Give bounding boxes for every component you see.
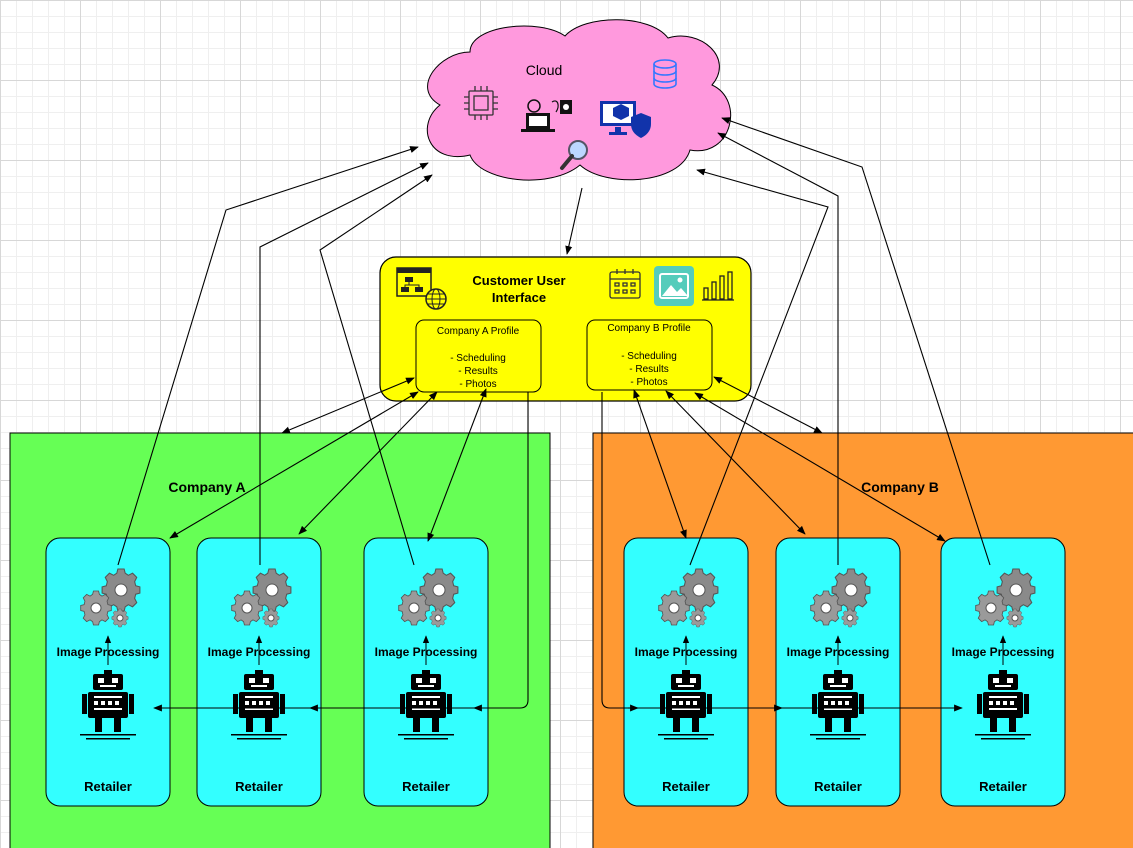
retailer-label: Retailer xyxy=(402,779,450,794)
cloud-node: Cloud xyxy=(426,19,732,181)
company-a-profile-item: - Photos xyxy=(459,379,496,390)
bar-chart-icon xyxy=(702,271,734,301)
connector-profile-a-feed xyxy=(153,392,529,712)
connector-profile-b-feed xyxy=(601,392,963,712)
company-b-profile-item: - Results xyxy=(629,364,668,375)
cpu-chip-icon xyxy=(464,86,498,120)
database-icon xyxy=(653,59,677,89)
retailer-label: Retailer xyxy=(662,779,710,794)
search-magnifier-icon xyxy=(560,140,588,170)
company-b-profile-item: - Photos xyxy=(630,377,667,388)
computer-network-icon xyxy=(521,99,572,132)
cloud-label: Cloud xyxy=(526,62,563,78)
image-icon xyxy=(654,266,694,306)
connector-ui-retailer xyxy=(694,392,946,542)
customer-ui-title-line1: Customer User xyxy=(472,273,565,288)
connector-cloud-to-ui xyxy=(565,187,583,255)
retailer-label: Retailer xyxy=(814,779,862,794)
company-a-profile-title: Company A Profile xyxy=(437,326,520,337)
company-a-profile-item: - Results xyxy=(458,366,497,377)
connector-ui-retailer xyxy=(427,388,487,542)
connector-ui-retailer xyxy=(298,391,438,535)
customer-ui-title-line2: Interface xyxy=(492,290,546,305)
company-b-label: Company B xyxy=(861,479,939,495)
connector-ui-company-b xyxy=(713,376,823,434)
company-b-profile-title: Company B Profile xyxy=(607,323,691,334)
retailer-label: Retailer xyxy=(979,779,1027,794)
web-sitemap-icon xyxy=(396,267,447,310)
retailer-label: Retailer xyxy=(235,779,283,794)
company-a-label: Company A xyxy=(168,479,245,495)
calendar-icon xyxy=(609,269,641,299)
monitor-shield-icon xyxy=(600,101,651,138)
connector-retailer-to-cloud xyxy=(721,117,991,566)
company-a-profile-item: - Scheduling xyxy=(450,353,506,364)
retailer-label: Retailer xyxy=(84,779,132,794)
company-b-profile-item: - Scheduling xyxy=(621,351,677,362)
connector-retailer-to-cloud xyxy=(117,146,419,566)
